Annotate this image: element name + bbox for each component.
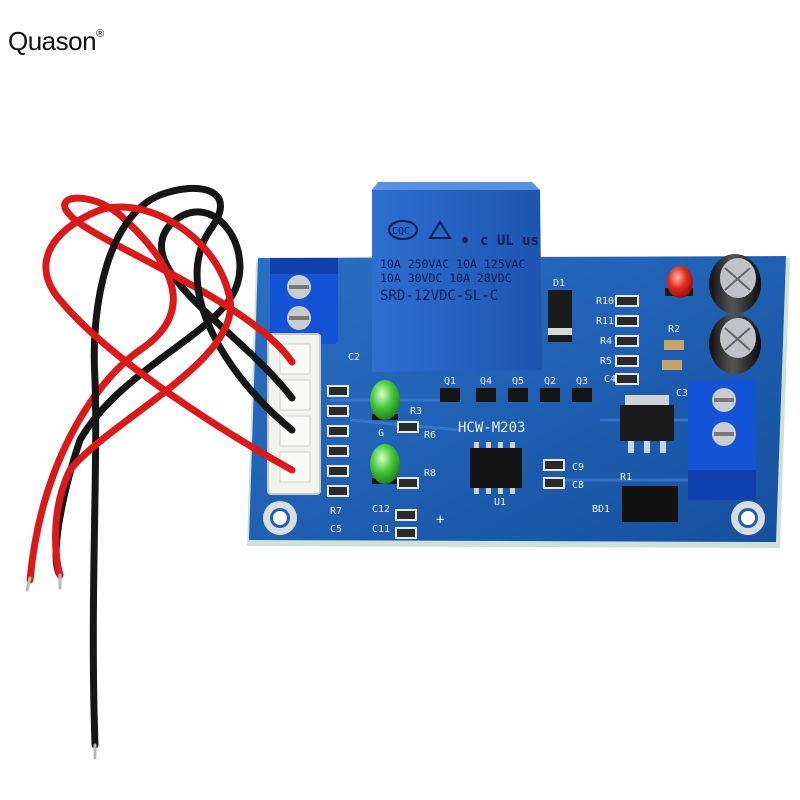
label-c9: C9 (572, 462, 584, 473)
diode-d1 (548, 290, 572, 342)
relay: CQC c UL us 10A 250VAC 10A 125VAC 10A 30… (372, 182, 542, 372)
green-led (370, 444, 400, 484)
label-r6: R6 (424, 430, 436, 441)
registered-mark: ® (96, 28, 104, 40)
bridge-rectifier (622, 486, 678, 522)
label-r11: R11 (596, 316, 614, 327)
smd-components (327, 295, 684, 539)
label-r8: R8 (424, 468, 436, 479)
relay-ul-mark: c UL us (480, 233, 539, 249)
label-bd1: BD1 (592, 504, 610, 515)
relay-rating-line1: 10A 250VAC 10A 125VAC (380, 257, 525, 271)
red-led (665, 266, 693, 298)
label-r10: R10 (596, 296, 614, 307)
label-q3: Q3 (576, 376, 588, 387)
ic-u1 (470, 442, 522, 494)
screw-terminal-left (270, 258, 338, 344)
label-q1: Q1 (444, 376, 456, 387)
label-c8: C8 (572, 480, 584, 491)
relay-cert-mark: CQC (392, 226, 410, 237)
label-r7: R7 (330, 506, 342, 517)
voltage-regulator (620, 395, 674, 453)
board-model: HCW-M203 (458, 420, 525, 436)
label-q5: Q5 (512, 376, 524, 387)
label-r1: R1 (620, 472, 632, 483)
label-c11: C11 (372, 524, 390, 535)
label-c12: C12 (372, 504, 390, 515)
electrolytic-capacitor (709, 254, 761, 314)
label-c3: C3 (676, 388, 688, 399)
wire-bundle (25, 185, 296, 760)
label-g: G (378, 428, 384, 439)
label-c4: C4 (604, 374, 616, 385)
brand-logo: Quason® (8, 26, 104, 57)
brand-name: Quason (8, 26, 97, 56)
label-c2: C2 (348, 352, 360, 363)
label-r3: R3 (410, 406, 422, 417)
label-r2: R2 (668, 324, 680, 335)
transistor-row (440, 388, 592, 402)
silkscreen: D1 R10 R11 R4 R5 C4 R2 C3 Q1 Q4 Q5 Q2 Q3… (330, 278, 688, 535)
green-led (370, 380, 400, 420)
electrolytic-capacitor (709, 314, 761, 374)
label-r4: R4 (600, 336, 612, 347)
mounting-hole (263, 501, 297, 535)
label-plus: + (436, 512, 444, 528)
relay-part-number: SRD-12VDC-SL-C (380, 288, 498, 304)
screw-terminal-right (688, 380, 756, 500)
label-d1: D1 (553, 278, 565, 289)
label-r5: R5 (600, 356, 612, 367)
label-c5: C5 (330, 524, 342, 535)
mounting-hole (731, 501, 765, 535)
label-q4: Q4 (480, 376, 492, 387)
relay-rating-line2: 10A 30VDC 10A 28VDC (380, 271, 512, 285)
label-u1: U1 (494, 497, 506, 508)
label-q2: Q2 (544, 376, 556, 387)
